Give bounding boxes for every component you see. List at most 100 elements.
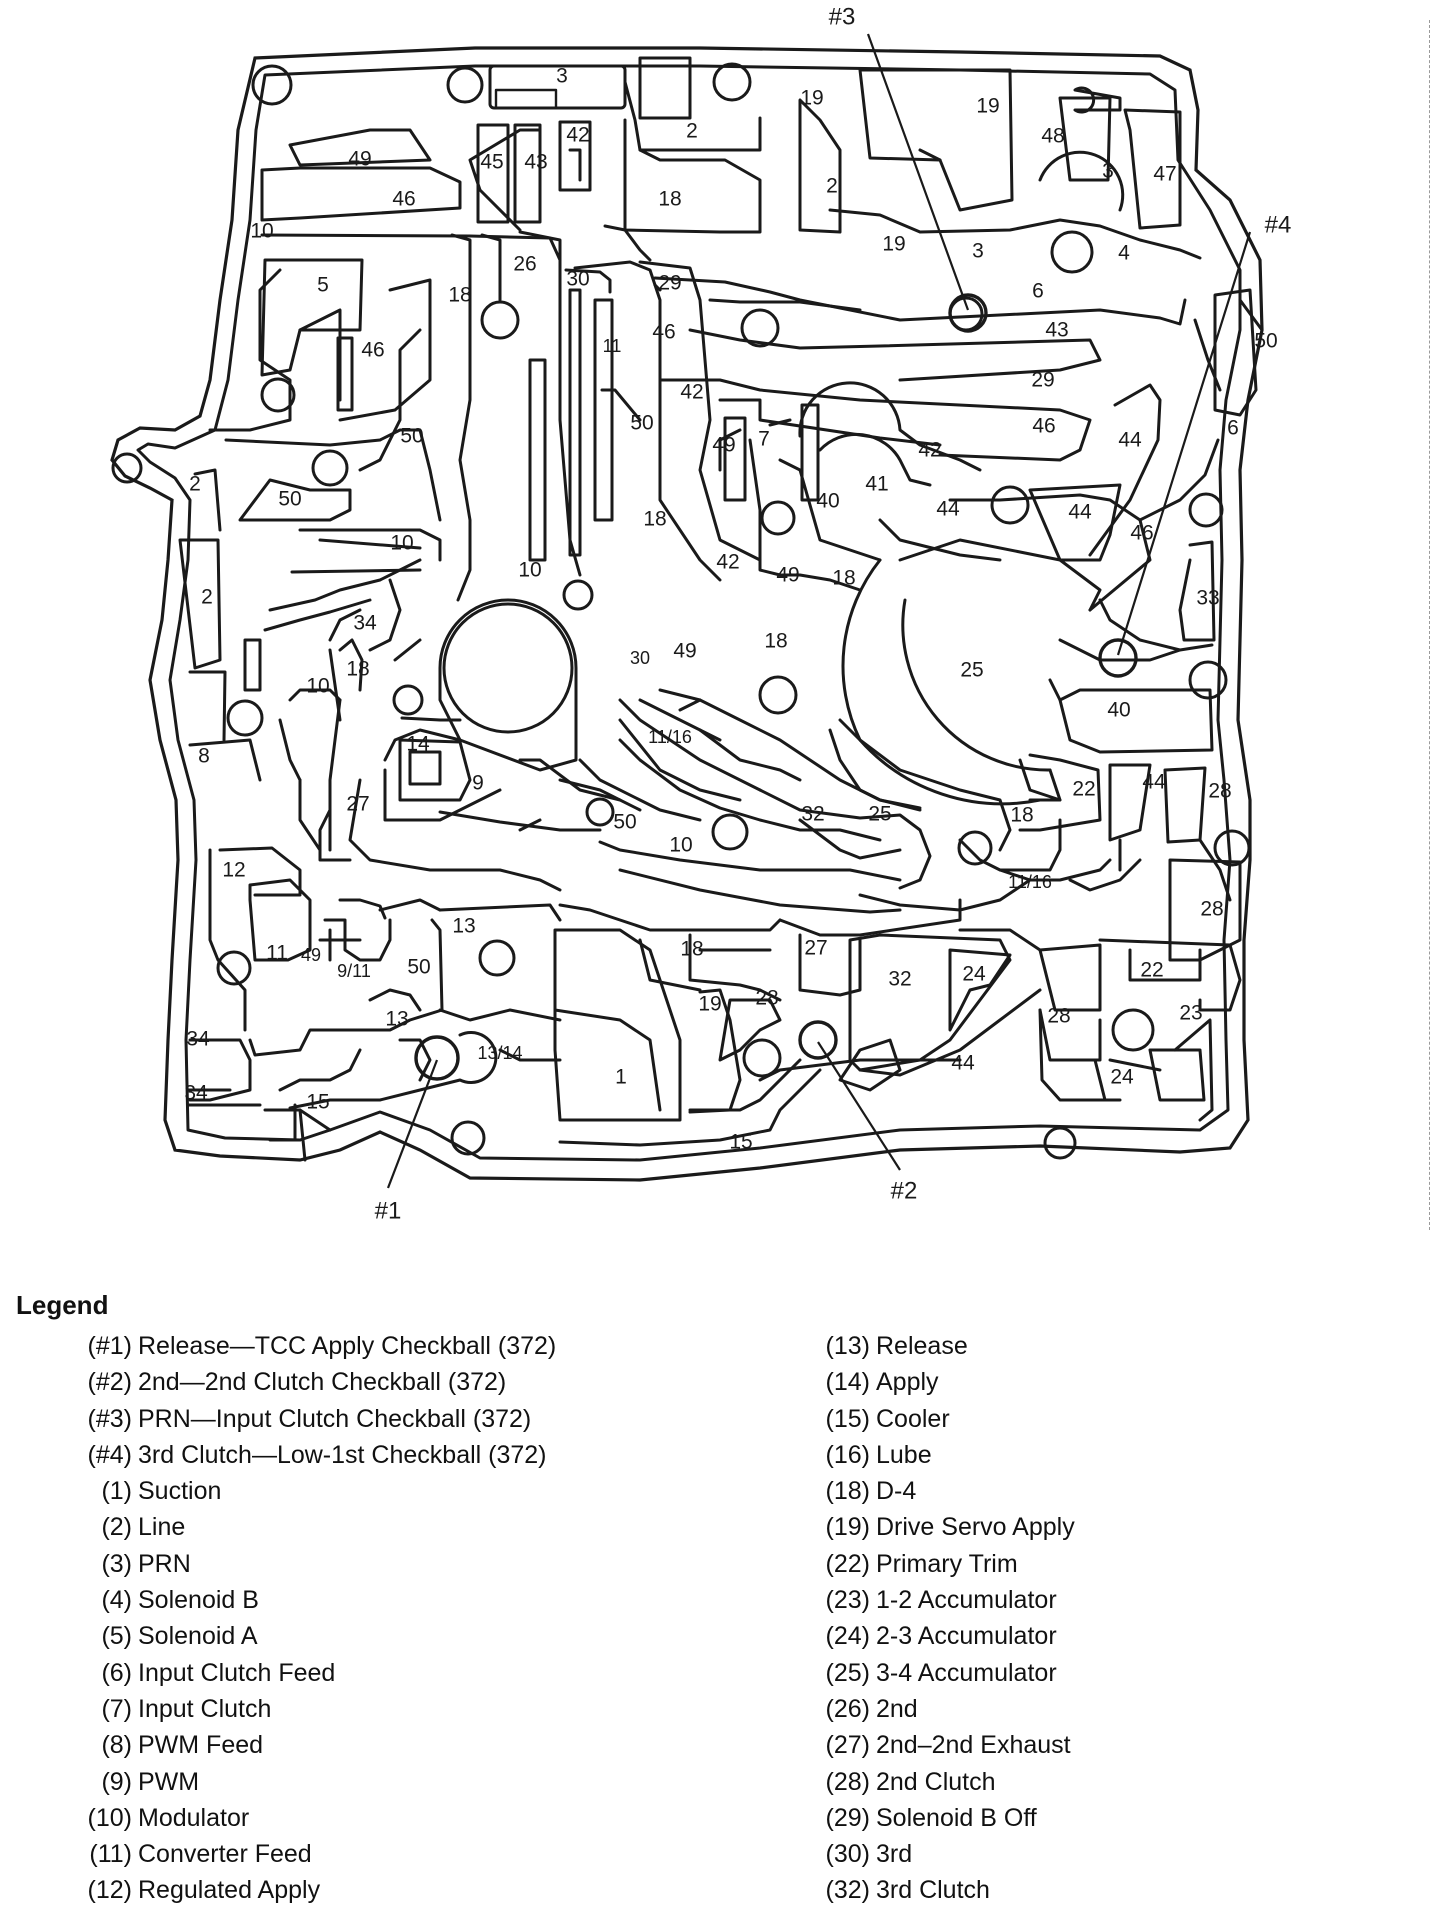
legend-key: (13)	[825, 1332, 870, 1360]
legend-key: (12)	[87, 1876, 132, 1905]
legend-text: Lube	[876, 1440, 932, 1469]
legend-text: D-4	[876, 1477, 917, 1506]
passage-label: 50	[1254, 330, 1277, 353]
passage-label: 44	[951, 1052, 975, 1075]
margin-rule	[1429, 20, 1430, 1230]
passage-label: 11	[266, 942, 288, 965]
passage-label: 2	[826, 175, 838, 198]
legend-text: Regulated Apply	[138, 1876, 321, 1905]
passage-label: 8	[198, 745, 210, 768]
passage-label: 12	[222, 859, 245, 882]
passage-label: 49	[673, 640, 696, 663]
legend-text: 3-4 Accumulator	[876, 1658, 1057, 1687]
legend-key: (2)	[101, 1513, 132, 1542]
passage-label: 42	[680, 381, 703, 404]
passage-label: 13/14	[477, 1043, 522, 1063]
legend-key: (10)	[87, 1803, 132, 1832]
legend-text: PWM Feed	[138, 1731, 264, 1760]
passage-label: 46	[392, 188, 415, 211]
fluid-channels	[178, 56, 1264, 1162]
passage-label: 18	[680, 938, 703, 961]
legend-key: (15)	[825, 1404, 870, 1433]
passage-label: 30	[566, 268, 589, 291]
passage-label: 19	[882, 233, 905, 256]
passage-label: 26	[513, 253, 536, 276]
legend-key: (5)	[101, 1622, 132, 1651]
legend-title: Legend	[16, 1290, 109, 1320]
passage-label: 40	[816, 490, 839, 513]
legend-key: (19)	[825, 1513, 870, 1542]
passage-label: 42	[918, 439, 941, 462]
legend-text: 2nd—2nd Clutch Checkball (372)	[138, 1368, 507, 1397]
passage-label: 6	[1032, 280, 1044, 303]
passage-label: 10	[306, 675, 329, 698]
passage-label: 43	[524, 151, 547, 174]
passage-label: 33	[1196, 587, 1219, 610]
legend-text: 3rd Clutch	[876, 1876, 990, 1905]
passage-label: 1	[615, 1066, 627, 1089]
legend-key: (11)	[89, 1840, 132, 1869]
passage-label: 15	[729, 1131, 752, 1154]
passage-label: 46	[652, 321, 675, 344]
passage-label: 18	[643, 508, 666, 531]
legend-text: PRN	[138, 1549, 191, 1578]
passage-label: 44	[1068, 501, 1092, 524]
passage-label: 22	[1140, 959, 1163, 982]
passage-label: 15	[306, 1091, 329, 1114]
passage-label: 18	[346, 658, 369, 681]
legend-text: 3rd Clutch—Low-1st Checkball (372)	[138, 1440, 547, 1469]
passage-label: 44	[936, 498, 960, 521]
legend-key: (23)	[825, 1586, 870, 1615]
passage-label: 18	[448, 284, 471, 307]
passage-label: 11/16	[648, 727, 692, 747]
legend-key: (14)	[825, 1368, 870, 1397]
passage-label: 49	[776, 564, 799, 587]
legend-key: (7)	[101, 1694, 132, 1723]
passage-label: 46	[361, 339, 384, 362]
passage-label: 2	[201, 586, 213, 609]
passage-label: 49	[301, 945, 321, 965]
legend-text: Input Clutch	[138, 1694, 272, 1723]
legend-text: 3rd	[876, 1840, 913, 1869]
passage-label: 42	[716, 551, 739, 574]
passage-label: 34	[184, 1082, 208, 1105]
passage-label: 49	[712, 434, 735, 457]
passage-label: 3	[972, 240, 984, 263]
legend-text: Release	[876, 1332, 968, 1360]
passage-label: 11/16	[1008, 872, 1052, 892]
passage-label: 13	[452, 915, 475, 938]
passage-label: 7	[758, 428, 770, 451]
passage-label: 22	[1072, 778, 1095, 801]
bolt-holes	[111, 62, 1251, 1160]
legend-key: (8)	[101, 1731, 132, 1760]
passage-label: 32	[888, 968, 911, 991]
checkball-4-ball	[1098, 638, 1138, 678]
legend-text: 2-3 Accumulator	[876, 1622, 1057, 1651]
passage-label: 48	[1041, 125, 1064, 148]
passage-label: 19	[800, 87, 823, 110]
legend-text: Solenoid A	[138, 1622, 258, 1651]
checkball-3-ball	[948, 293, 988, 333]
legend-text: 2nd	[876, 1694, 918, 1723]
passage-label: 50	[613, 811, 636, 834]
checkball-1-ball	[414, 1035, 460, 1081]
passage-label: 32	[801, 803, 824, 826]
legend-text: 2nd–2nd Exhaust	[876, 1731, 1071, 1760]
passage-label: 3	[556, 65, 568, 88]
passage-label: 4	[1118, 242, 1130, 265]
legend-text: Converter Feed	[138, 1840, 312, 1869]
passage-label: 34	[186, 1028, 210, 1051]
legend-text: PWM	[138, 1767, 200, 1796]
passage-label: 18	[764, 630, 787, 653]
passage-label: 41	[865, 473, 888, 496]
passage-label: 29	[1031, 369, 1054, 392]
passage-label: 25	[868, 803, 891, 826]
passage-label: 19	[698, 993, 721, 1016]
legend-key: (18)	[825, 1477, 870, 1506]
legend-key: (30)	[825, 1840, 870, 1869]
passage-label: 23	[1179, 1002, 1202, 1025]
passage-label: 19	[976, 95, 999, 118]
passage-label: 27	[346, 793, 369, 816]
legend-text: Cooler	[876, 1404, 950, 1433]
legend-text: Solenoid B Off	[876, 1803, 1037, 1832]
